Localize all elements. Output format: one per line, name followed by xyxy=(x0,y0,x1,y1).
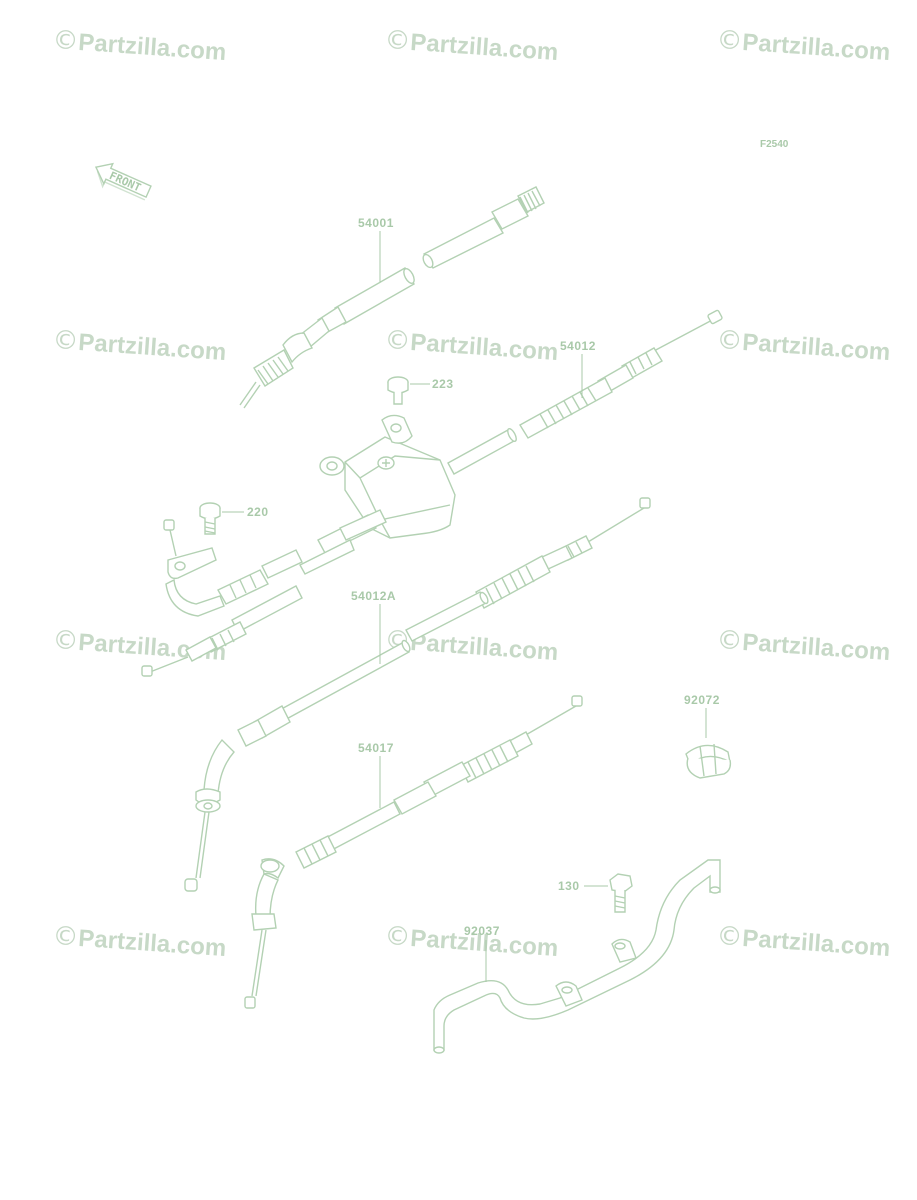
clamp-92072: 92072 xyxy=(684,693,732,779)
part-label-54012: 54012 xyxy=(560,339,596,353)
watermark: © Partzilla.com xyxy=(384,25,560,66)
screw-223: 223 xyxy=(387,376,454,405)
front-arrow-icon: FRONT xyxy=(94,162,152,201)
cable-54017: 54017 xyxy=(244,695,583,1009)
watermark-copyright-icon: © xyxy=(716,921,744,953)
screw-220: 220 xyxy=(199,502,269,535)
junction-box xyxy=(299,414,456,575)
watermark-copyright-icon: © xyxy=(52,625,80,657)
watermark: © Partzilla.com xyxy=(52,921,228,962)
part-label-92037: 92037 xyxy=(464,924,500,938)
watermark: © Partzilla.com xyxy=(716,25,892,66)
watermark-text: Partzilla.com xyxy=(742,925,892,962)
part-label-223: 223 xyxy=(432,377,454,391)
cable-left-bracket xyxy=(163,519,303,617)
watermark: © Partzilla.com xyxy=(384,325,560,366)
watermark-copyright-icon: © xyxy=(384,25,412,57)
watermark-copyright-icon: © xyxy=(716,625,744,657)
cable-lower-left xyxy=(141,585,303,677)
watermark-text: Partzilla.com xyxy=(78,29,228,66)
diagram-code: F2540 xyxy=(760,139,789,150)
part-label-54012A: 54012A xyxy=(351,589,396,603)
speedometer-cable-54001: 54001 xyxy=(239,186,545,409)
watermark-copyright-icon: © xyxy=(384,921,412,953)
part-label-54001: 54001 xyxy=(358,216,394,230)
watermark-copyright-icon: © xyxy=(716,25,744,57)
part-label-130: 130 xyxy=(558,879,580,893)
part-label-220: 220 xyxy=(247,505,269,519)
watermark-text: Partzilla.com xyxy=(742,329,892,366)
cable-54012A: 54012A xyxy=(184,497,651,892)
watermark: © Partzilla.com xyxy=(716,921,892,962)
watermark-copyright-icon: © xyxy=(716,325,744,357)
watermark-text: Partzilla.com xyxy=(410,629,560,666)
watermark-text: Partzilla.com xyxy=(742,629,892,666)
watermark-text: Partzilla.com xyxy=(742,29,892,66)
watermark-text: Partzilla.com xyxy=(78,925,228,962)
watermark-text: Partzilla.com xyxy=(78,329,228,366)
watermark: © Partzilla.com xyxy=(52,325,228,366)
part-label-54017: 54017 xyxy=(358,741,394,755)
watermark-text: Partzilla.com xyxy=(410,29,560,66)
bolt-130: 130 xyxy=(558,873,633,913)
bracket-92037: 92037 xyxy=(433,859,721,1054)
cable-54012: 54012 xyxy=(447,309,723,475)
watermark: © Partzilla.com xyxy=(52,25,228,66)
watermark-text: Partzilla.com xyxy=(410,329,560,366)
watermark: © Partzilla.com xyxy=(716,325,892,366)
watermark: © Partzilla.com xyxy=(384,921,560,962)
watermark: © Partzilla.com xyxy=(716,625,892,666)
part-label-92072: 92072 xyxy=(684,693,720,707)
watermark-copyright-icon: © xyxy=(52,325,80,357)
watermark-copyright-icon: © xyxy=(52,25,80,57)
watermark-copyright-icon: © xyxy=(384,325,412,357)
watermark-copyright-icon: © xyxy=(52,921,80,953)
watermark-grid: © Partzilla.com © Partzilla.com © Partzi… xyxy=(52,25,892,962)
